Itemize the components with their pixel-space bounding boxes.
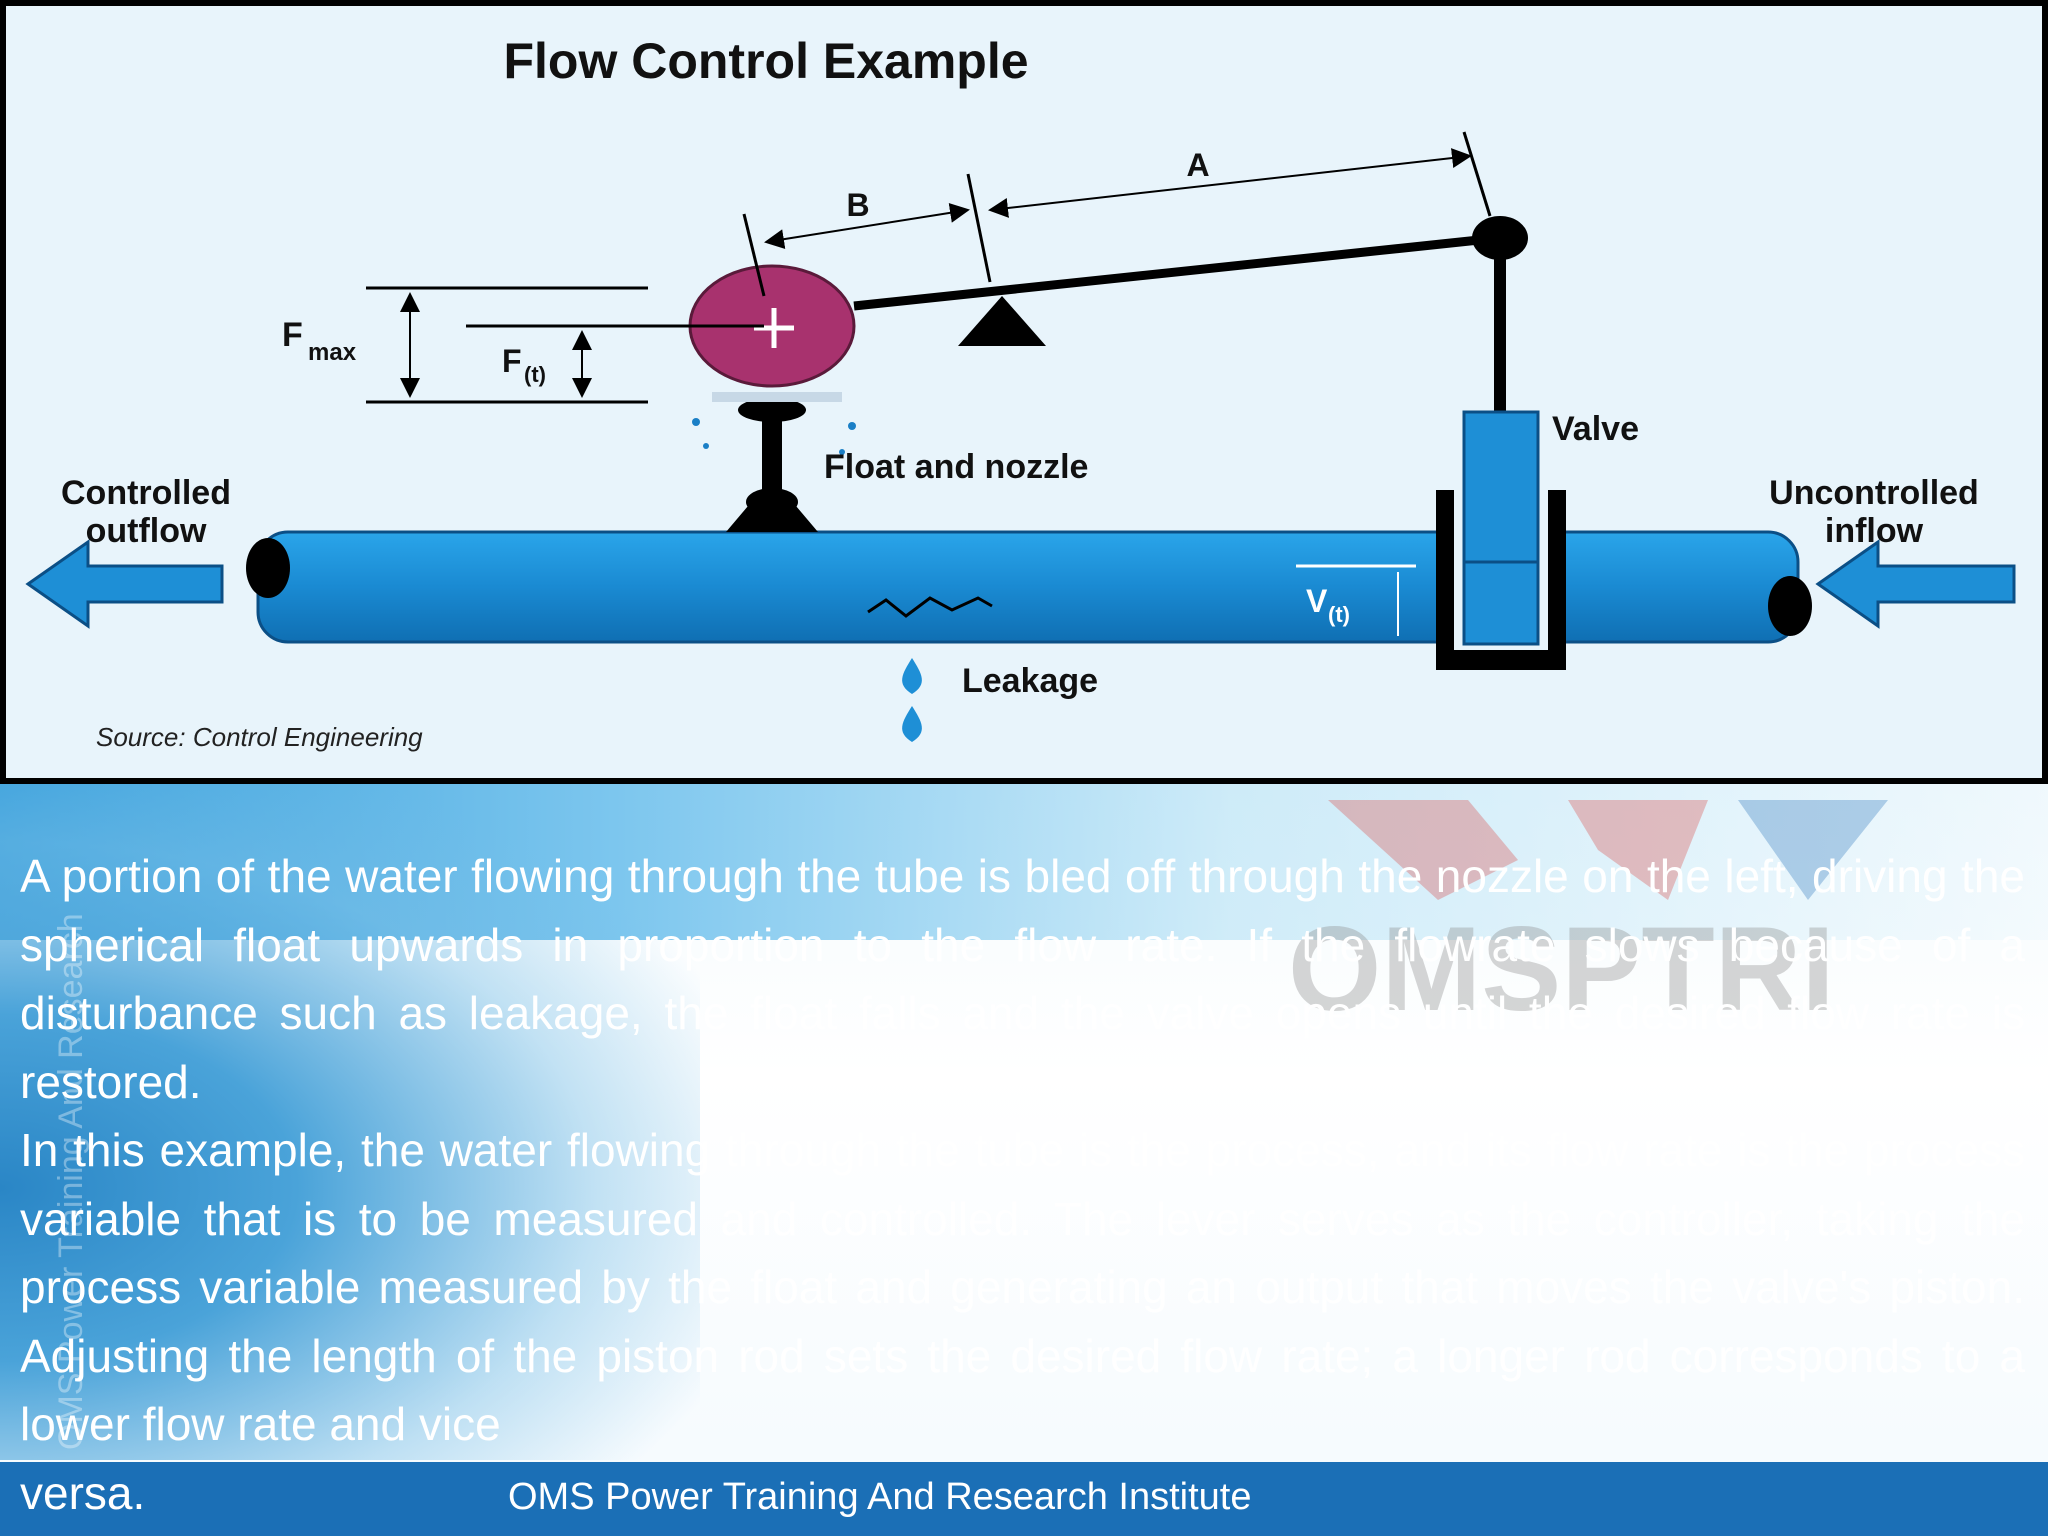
label-vt: V	[1306, 583, 1328, 619]
leak-crack	[867, 596, 993, 618]
label-valve: Valve	[1552, 410, 1639, 448]
label-controlled: Controlled	[61, 474, 231, 512]
pipe-end-left	[246, 538, 290, 598]
label-b: B	[846, 187, 869, 223]
diagram-svg: Flow Control Example Controlled outflow …	[25, 33, 2016, 752]
diagram-title: Flow Control Example	[503, 33, 1028, 89]
label-fmax-sub: max	[308, 339, 357, 366]
outflow-arrow	[25, 539, 224, 629]
body-text: A portion of the water flowing through t…	[20, 842, 2025, 1459]
paragraph-2-last-word: versa.	[20, 1467, 146, 1519]
label-ft: F	[502, 343, 522, 379]
fulcrum	[958, 296, 1046, 346]
footer-label: OMS Power Training And Research Institut…	[508, 1476, 1252, 1518]
label-ft-sub: (t)	[524, 362, 546, 387]
label-inflow: inflow	[1825, 512, 1924, 550]
source-caption: Source: Control Engineering	[96, 722, 423, 752]
label-uncontrolled: Uncontrolled	[1769, 474, 1979, 512]
valve	[1436, 242, 1566, 670]
lever-pivot-end	[1472, 216, 1528, 260]
pipe-end-right	[1768, 576, 1812, 636]
label-float-nozzle: Float and nozzle	[824, 448, 1088, 486]
inflow-arrow	[1815, 539, 2016, 629]
float	[688, 264, 856, 388]
leak-drop-2	[902, 706, 922, 742]
background-left-glow	[0, 780, 700, 1460]
label-a: A	[1186, 147, 1209, 183]
label-fmax: F	[282, 316, 303, 354]
flow-control-diagram: Flow Control Example Controlled outflow …	[0, 0, 2048, 784]
label-vt-sub: (t)	[1328, 602, 1350, 627]
nozzle	[692, 392, 856, 532]
label-leakage: Leakage	[962, 662, 1098, 700]
pipe	[246, 530, 1812, 644]
omsptri-logo: OMSPTRI	[1288, 800, 1888, 1036]
paragraph-2: In this example, the water flowing throu…	[20, 1124, 2025, 1450]
label-outflow: outflow	[86, 512, 207, 550]
paragraph-1: A portion of the water flowing through t…	[20, 850, 2025, 1108]
leak-drop-1	[902, 658, 922, 694]
footer-bar	[0, 1462, 2048, 1536]
logo-text: OMSPTRI	[1288, 902, 1835, 1036]
lever	[853, 233, 1499, 311]
